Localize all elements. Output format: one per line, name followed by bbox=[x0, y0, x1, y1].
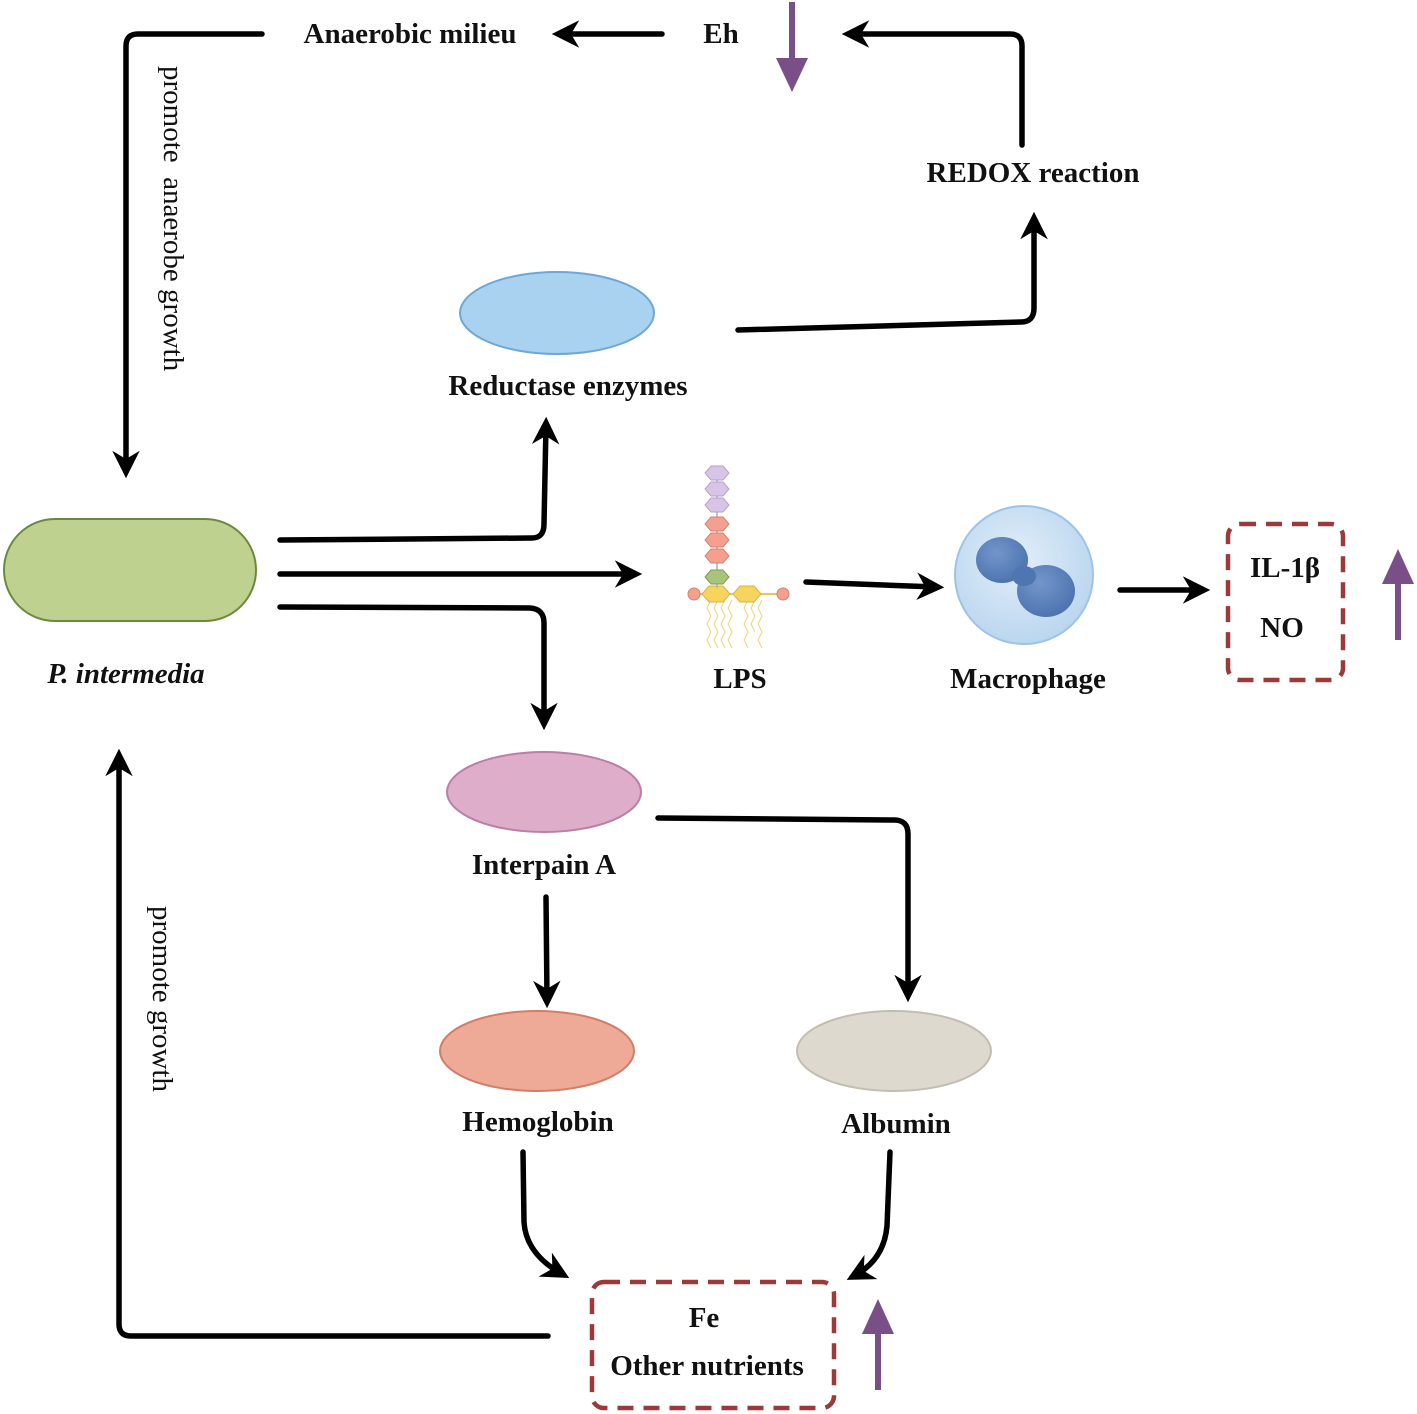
other-nutrients-label: Other nutrients bbox=[610, 1350, 804, 1382]
lps-label: LPS bbox=[713, 663, 766, 695]
arrow-hemoglobin-to-nutrients bbox=[520, 1149, 570, 1279]
arrow-interpain-to-albumin bbox=[655, 815, 922, 1003]
cytokine-output-box bbox=[1225, 521, 1346, 683]
arrow-pintermedia-to-reductase bbox=[277, 416, 560, 543]
albumin-shape bbox=[796, 1010, 992, 1092]
interpain-a-shape bbox=[446, 751, 642, 833]
arrow-nutrients-to-pintermedia bbox=[105, 748, 551, 1339]
fe-label: Fe bbox=[689, 1302, 720, 1334]
il1b-label: IL-1β bbox=[1250, 552, 1320, 584]
hemoglobin-shape bbox=[439, 1010, 635, 1092]
p-intermedia-label: P. intermedia bbox=[46, 658, 204, 690]
arrow-reductase-to-redox bbox=[735, 211, 1048, 333]
promote-anaerobe-growth-label: promote anaerobe growth bbox=[157, 66, 189, 372]
albumin-label: Albumin bbox=[841, 1108, 951, 1140]
reductase-enzymes-shape bbox=[459, 271, 655, 355]
arrow-anaerobic-to-pintermedia bbox=[112, 31, 265, 479]
arrow-pintermedia-to-interpain bbox=[277, 604, 558, 731]
anaerobic-milieu-label: Anaerobic milieu bbox=[304, 18, 517, 50]
redox-reaction-label: REDOX reaction bbox=[927, 157, 1140, 189]
arrow-interpain-to-hemoglobin bbox=[533, 894, 561, 1009]
promote-growth-label: promote growth bbox=[146, 906, 178, 1093]
p-intermedia-shape bbox=[3, 518, 257, 622]
arrow-lps-to-macrophage bbox=[803, 572, 945, 601]
arrow-redox-to-eh bbox=[841, 20, 1025, 148]
arrow-albumin-to-nutrients bbox=[846, 1149, 893, 1280]
nutrients-output-box bbox=[589, 1279, 837, 1411]
reductase-enzymes-label: Reductase enzymes bbox=[448, 370, 687, 402]
cytokine-increase-arrow-icon bbox=[1382, 549, 1414, 584]
lps-molecule-icon bbox=[687, 465, 790, 649]
macrophage-cell-icon bbox=[954, 505, 1094, 645]
hemoglobin-label: Hemoglobin bbox=[462, 1106, 613, 1138]
eh-label: Eh bbox=[703, 18, 738, 50]
macrophage-label: Macrophage bbox=[950, 663, 1106, 695]
eh-decrease-arrow-icon bbox=[776, 58, 808, 92]
no-label: NO bbox=[1260, 612, 1304, 644]
interpain-a-label: Interpain A bbox=[472, 849, 616, 881]
nutrients-increase-arrow-icon bbox=[862, 1299, 894, 1334]
